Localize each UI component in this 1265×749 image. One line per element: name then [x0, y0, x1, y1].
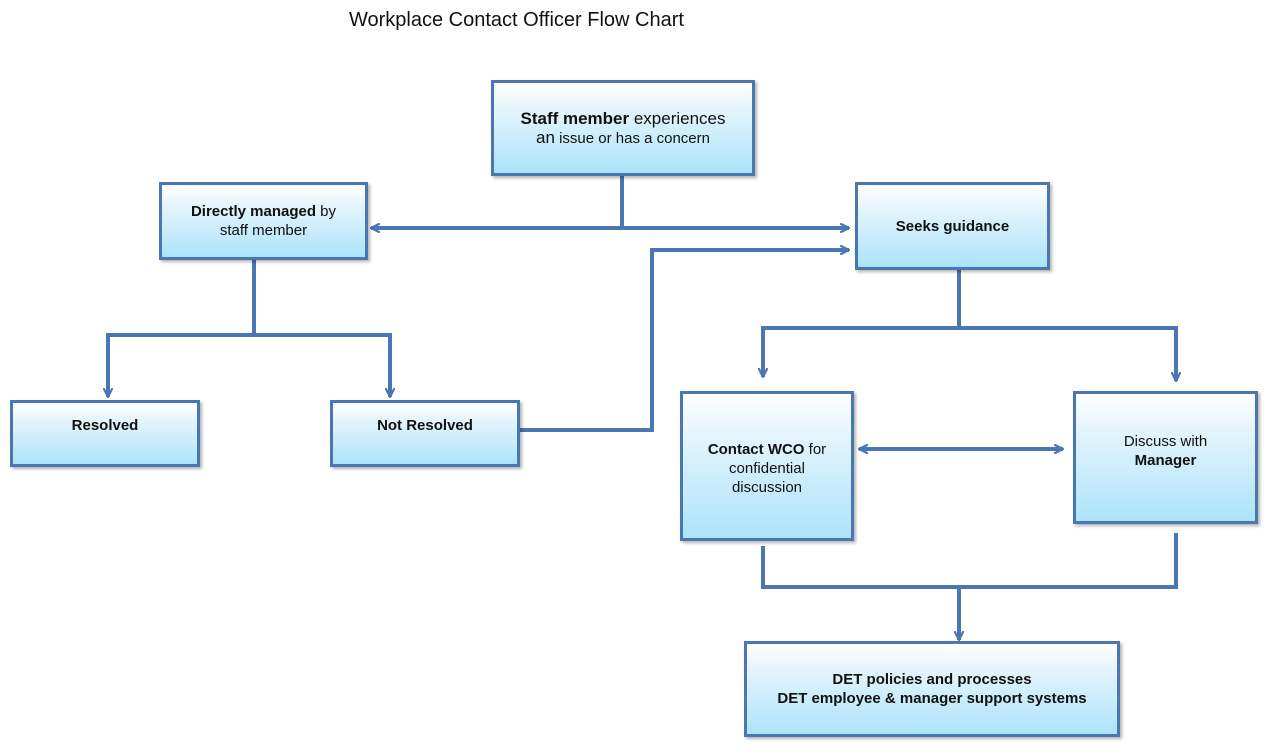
node-directly-managed-text-1: by — [316, 203, 337, 220]
connector-to-resolved — [108, 333, 254, 397]
node-discuss-manager-bold: Manager — [1134, 452, 1197, 469]
connector-to-manager — [959, 326, 1176, 381]
node-directly-managed-text-2: staff member — [219, 222, 308, 239]
node-not-resolved: Not Resolved — [330, 400, 520, 467]
node-contact-wco-bold: Contact WCO — [707, 441, 805, 458]
node-directly-managed: Directly managed by staff member — [159, 182, 368, 260]
node-not-resolved-label: Not Resolved — [377, 417, 473, 434]
node-contact-wco-text-2: confidential — [729, 460, 805, 477]
connector-not-resolved-to-guidance — [520, 250, 849, 432]
node-staff-member-text-2: issue or has a concern — [554, 129, 710, 147]
connector-to-not-resolved — [254, 333, 390, 397]
node-staff-member-bold-1: Staff member — [520, 108, 630, 128]
node-contact-wco: Contact WCO for confidential discussion — [680, 391, 854, 541]
connector-manager-merge — [959, 533, 1178, 589]
node-discuss-manager-text-1: Discuss with — [1123, 433, 1208, 450]
node-resolved-label: Resolved — [71, 417, 139, 434]
node-staff-member-bold-2: an — [535, 127, 555, 147]
node-staff-member-text-1: experiences — [629, 108, 726, 128]
node-det-policies-text-2: DET employee & manager support systems — [777, 690, 1087, 707]
node-det-policies: DET policies and processes DET employee … — [744, 641, 1120, 737]
node-seeks-guidance: Seeks guidance — [855, 182, 1050, 270]
node-resolved: Resolved — [10, 400, 200, 467]
node-directly-managed-bold: Directly managed — [190, 203, 317, 220]
page-title: Workplace Contact Officer Flow Chart — [349, 9, 684, 31]
connector-to-wco — [763, 326, 959, 377]
node-contact-wco-text-3: discussion — [731, 479, 803, 496]
node-contact-wco-text-1: for — [804, 441, 827, 458]
connector-wco-merge — [761, 546, 959, 589]
node-discuss-manager: Discuss with Manager — [1073, 391, 1258, 524]
node-det-policies-text-1: DET policies and processes — [832, 671, 1032, 688]
node-seeks-guidance-label: Seeks guidance — [895, 217, 1010, 235]
node-staff-member: Staff member experiences an issue or has… — [491, 80, 755, 176]
